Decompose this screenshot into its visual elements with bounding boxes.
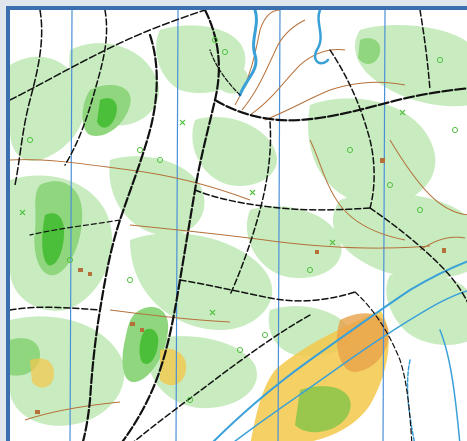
map-frame[interactable] (6, 6, 467, 441)
dark-green-forest (42, 98, 159, 365)
tracks-and-paths (10, 10, 467, 441)
rough-open-land (30, 310, 389, 441)
streams (212, 10, 467, 441)
cross-features (19, 109, 406, 316)
point-features (27, 37, 458, 403)
orienteering-map[interactable] (10, 10, 467, 441)
boulder-features (35, 158, 446, 414)
